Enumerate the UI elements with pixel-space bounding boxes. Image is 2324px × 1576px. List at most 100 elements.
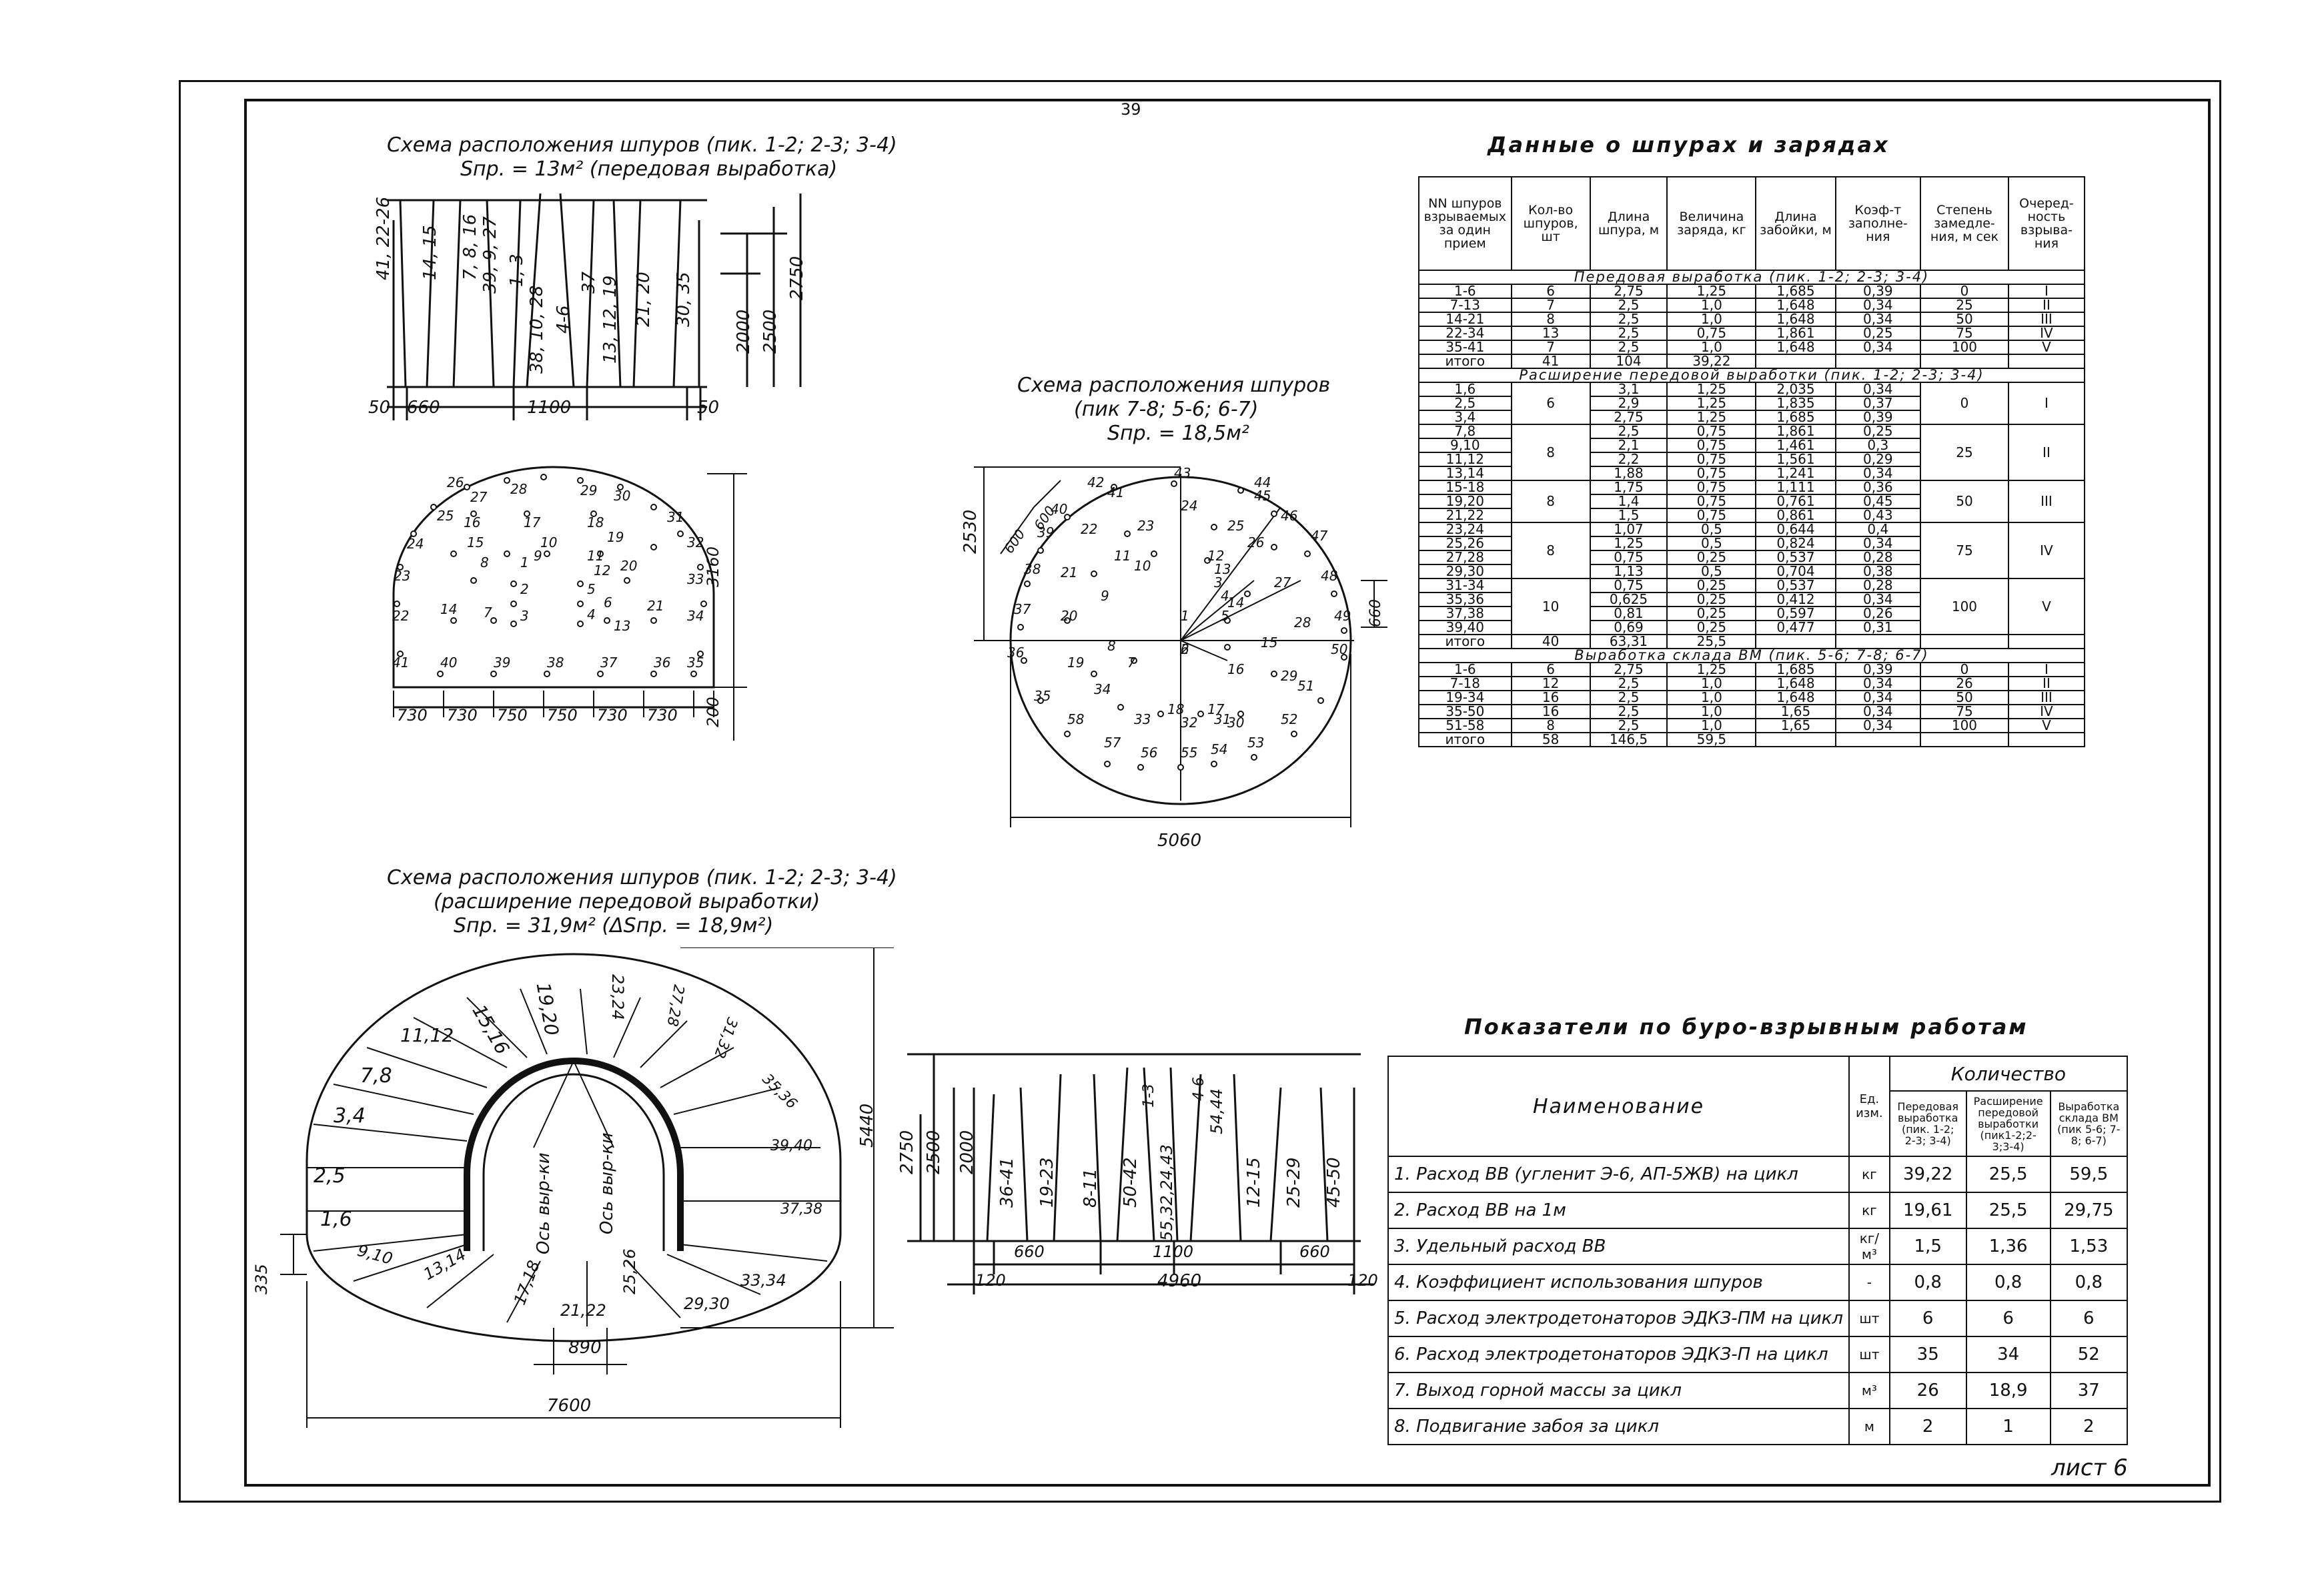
scheme1-section-dim-3: 750 [547, 706, 578, 725]
sheet-inner-frame [244, 99, 2211, 1487]
table-cell: 63,31 [1589, 634, 1668, 649]
table-cell: 1,0 [1666, 718, 1757, 733]
svg-text:53: 53 [1247, 735, 1264, 751]
svg-text:36: 36 [1007, 645, 1024, 661]
table-cell: 0,597 [1755, 606, 1836, 621]
table-cell: 19-34 [1418, 690, 1512, 705]
table-cell [1755, 634, 1836, 649]
svg-text:39: 39 [494, 655, 510, 671]
indicator-value: 34 [1965, 1336, 2051, 1373]
svg-text:40: 40 [1051, 501, 1067, 517]
table-cell: 12 [1510, 676, 1591, 691]
table-cell: 1,25 [1666, 662, 1757, 677]
table-cell: 1,4 [1589, 494, 1668, 509]
scheme4-dim-v-1: 2500 [924, 1130, 944, 1174]
table-cell: 2,2 [1589, 452, 1668, 467]
scheme1-section-dim-2: 750 [497, 706, 528, 725]
svg-text:8: 8 [1107, 638, 1116, 654]
col-charge: Величина заряда, кг [1666, 176, 1757, 271]
svg-text:7: 7 [1127, 655, 1136, 671]
svg-text:2: 2 [1181, 641, 1189, 657]
table-cell: 1,5 [1589, 508, 1668, 523]
table-cell: 51-58 [1418, 718, 1512, 733]
table-cell: итого [1418, 634, 1512, 649]
table-cell: 31-34 [1418, 578, 1512, 593]
scheme1-subtitle: Sпр. = 13м² (передовая выработка) [460, 157, 838, 181]
table-cell: 15-18 [1418, 480, 1512, 495]
table-cell [1755, 732, 1836, 747]
table-cell: III [2007, 312, 2086, 327]
indicator-value: 1,5 [1888, 1228, 1967, 1265]
table-cell-group-delay: 25 [1919, 424, 2009, 481]
section-header-widening: Расширение передовой выработки (пик. 1-2… [1418, 368, 2085, 383]
scheme4-label-7: 54,44 [1207, 1088, 1226, 1134]
table-cell: 0,75 [1666, 438, 1757, 453]
svg-text:11: 11 [587, 548, 604, 564]
table-cell: 0,29 [1834, 452, 1921, 467]
sheet-number: лист 6 [2051, 1455, 2128, 1481]
svg-text:57: 57 [1104, 735, 1121, 751]
svg-text:22: 22 [392, 608, 409, 624]
svg-text:41: 41 [1107, 484, 1124, 500]
svg-text:18: 18 [587, 514, 604, 530]
table-cell: 29,30 [1418, 564, 1512, 579]
col-quantity: Количество [1888, 1056, 2129, 1092]
svg-text:9: 9 [534, 548, 542, 564]
scheme1-section-floor: 200 [704, 697, 722, 727]
svg-text:5: 5 [587, 581, 596, 597]
table-cell: 2,75 [1589, 284, 1668, 299]
table-cell: 1,25 [1666, 382, 1757, 397]
svg-text:6: 6 [604, 595, 612, 611]
table-cell: 2,75 [1589, 662, 1668, 677]
svg-text:34: 34 [1094, 681, 1111, 697]
table-cell: 2,5 [1418, 396, 1512, 411]
table-cell: 1,25 [1666, 410, 1757, 425]
table-cell: 100 [1919, 340, 2009, 355]
table-cell: 0,28 [1834, 550, 1921, 565]
indicator-value: 1 [1965, 1408, 2051, 1445]
table-cell: 0,31 [1834, 620, 1921, 635]
table-cell: 0,45 [1834, 494, 1921, 509]
svg-text:11: 11 [1114, 548, 1131, 564]
svg-text:45: 45 [1254, 488, 1271, 504]
table-cell: 1,25 [1666, 396, 1757, 411]
svg-text:4: 4 [1221, 588, 1229, 604]
table-cell: 1,0 [1666, 340, 1757, 355]
table-cell-group-order: III [2007, 480, 2086, 523]
table-cell: 7,8 [1418, 424, 1512, 439]
table-cell: 9,10 [1418, 438, 1512, 453]
table-cell: 25,5 [1666, 634, 1757, 649]
scheme3-fan-7-8: 7,8 [360, 1064, 392, 1088]
table-cell: 0,75 [1666, 326, 1757, 341]
table-cell-group-delay: 50 [1919, 480, 2009, 523]
table-cell: 1,0 [1666, 690, 1757, 705]
table-cell: 1,13 [1589, 564, 1668, 579]
indicator-value: 19,61 [1888, 1192, 1967, 1229]
table-cell: 3,4 [1418, 410, 1512, 425]
scheme2-dim-radius: 2530 [961, 509, 981, 554]
scheme3-axis-label-1: Ось выр-ки [534, 1152, 554, 1254]
table-cell: 1,461 [1755, 438, 1836, 453]
indicator-value: 25,5 [1965, 1156, 2051, 1193]
table-cell: 0,34 [1834, 466, 1921, 481]
scheme4-label-6: 4-6 [1191, 1077, 1207, 1101]
table-cell: 1,65 [1755, 704, 1836, 719]
table-cell [1919, 732, 2009, 747]
svg-text:30: 30 [614, 488, 630, 504]
scheme2-subtitle: Sпр. = 18,5м² [1107, 422, 1249, 445]
table-cell [1919, 354, 2009, 369]
table-cell: 1,111 [1755, 480, 1836, 495]
scheme1-label-5: 38, 10, 28 [527, 285, 547, 374]
table-cell: 8 [1510, 718, 1591, 733]
section-header-advance: Передовая выработка (пик. 1-2; 2-3; 3-4) [1418, 270, 2085, 285]
scheme1-label-4: 1, 3 [507, 254, 527, 287]
